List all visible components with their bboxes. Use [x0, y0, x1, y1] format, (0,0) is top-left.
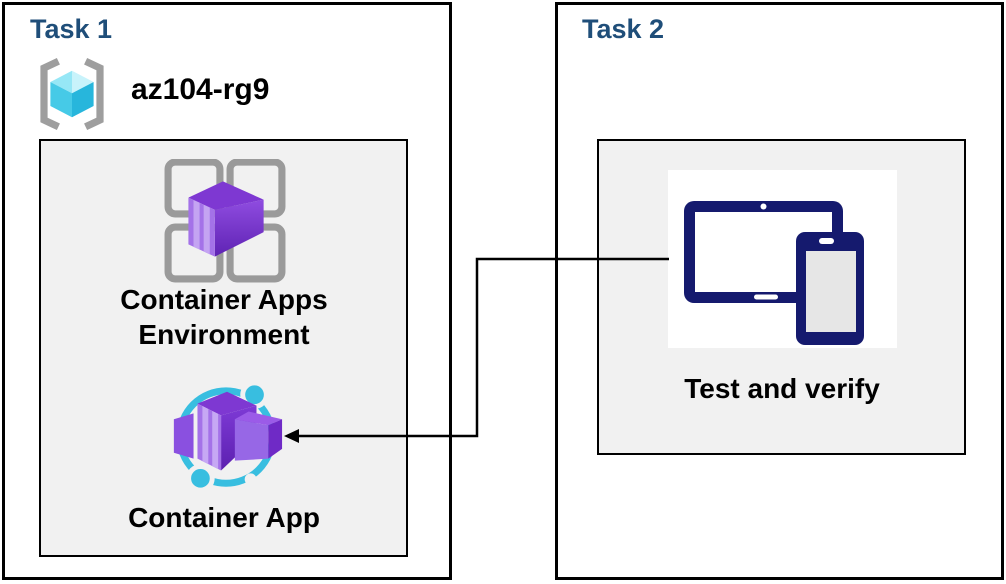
test-and-verify-label: Test and verify: [684, 373, 880, 404]
task1-title: Task 1: [30, 14, 113, 44]
container-apps-environment-icon: [164, 159, 286, 283]
devices-icon: [684, 201, 864, 345]
container-app-icon: [173, 380, 283, 493]
container-app-label: Container App: [128, 502, 320, 533]
resource-group-icon: [40, 57, 104, 131]
task2-title: Task 2: [582, 14, 665, 44]
environment-label: Container Apps Environment: [120, 284, 328, 350]
resource-group-name: az104-rg9: [131, 73, 270, 106]
